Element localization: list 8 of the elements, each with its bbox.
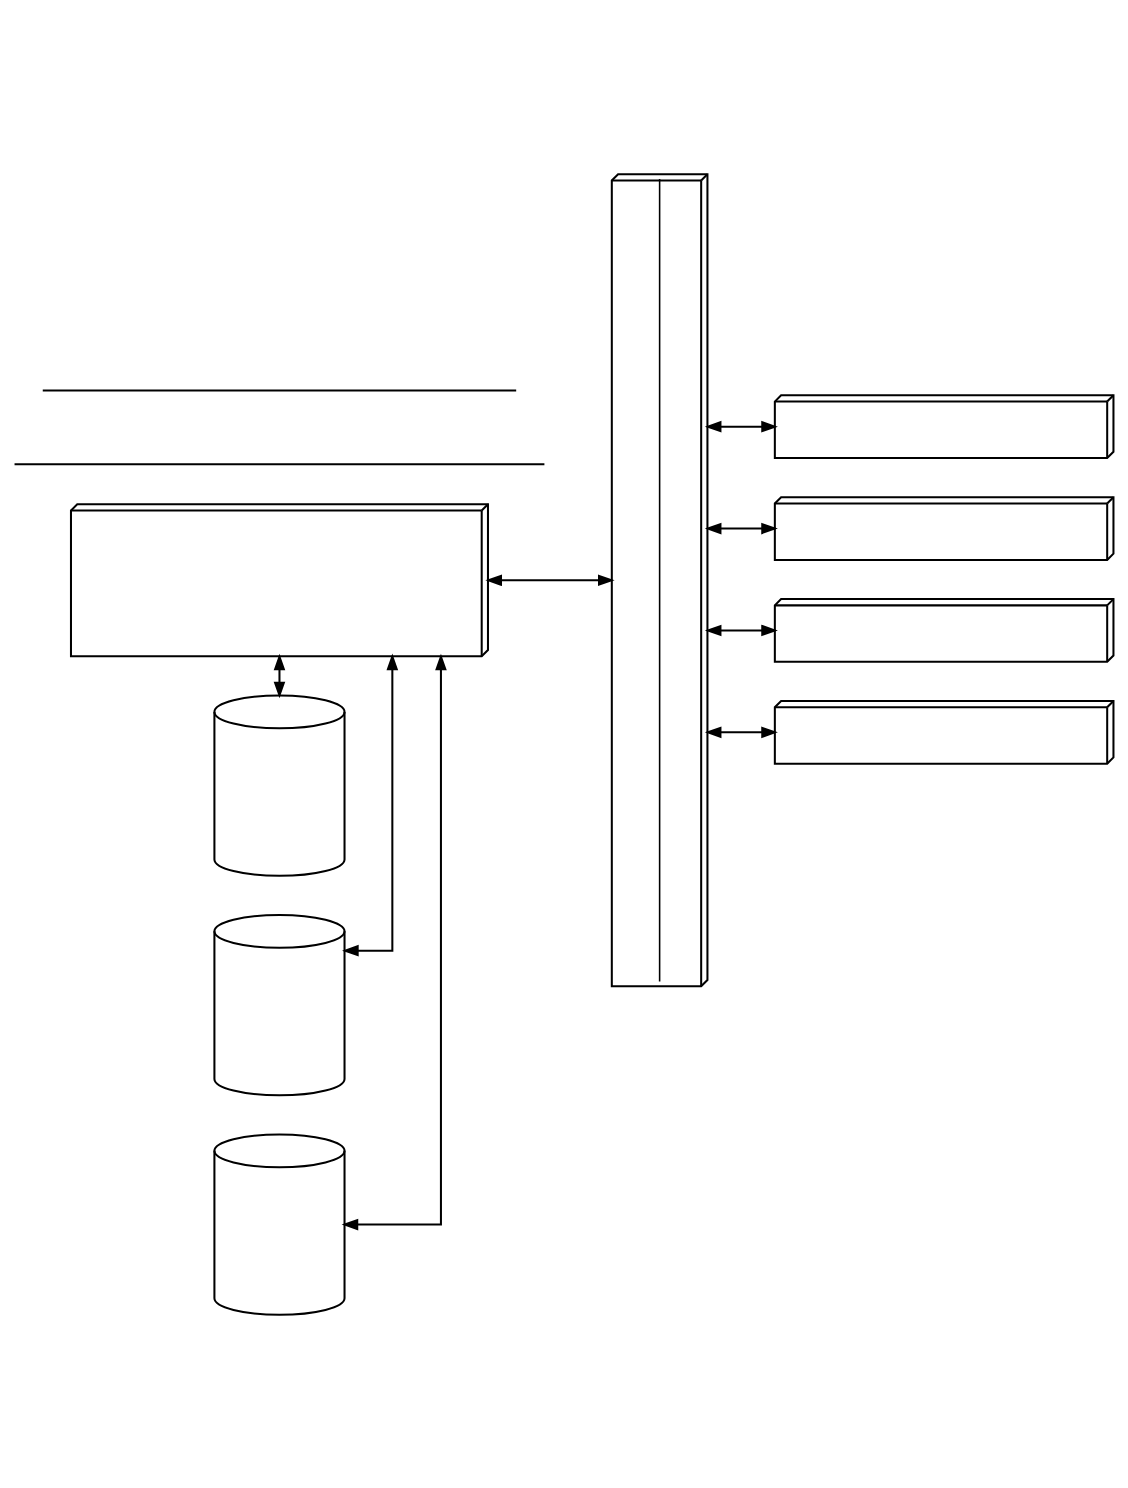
arrow <box>704 624 778 636</box>
arrow <box>704 726 778 738</box>
arrow <box>485 573 615 586</box>
arrow <box>342 653 399 956</box>
arrow <box>704 522 778 534</box>
arrow <box>341 653 447 1230</box>
arrow <box>704 420 778 432</box>
arrow <box>273 653 286 698</box>
